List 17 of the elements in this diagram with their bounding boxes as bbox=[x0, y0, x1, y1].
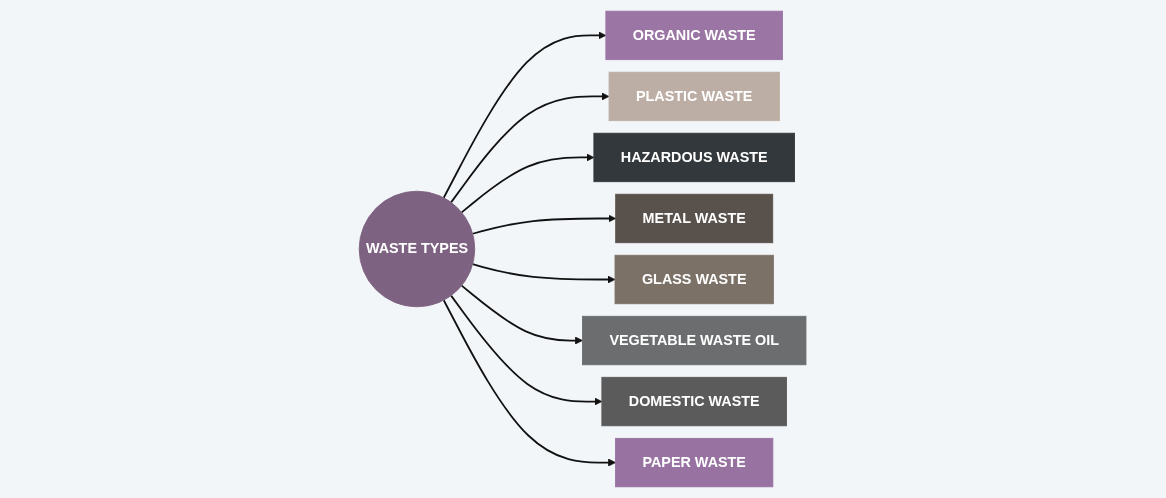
node-box: GLASS WASTE bbox=[615, 254, 775, 305]
node-box: DOMESTIC WASTE bbox=[601, 376, 788, 427]
arrow bbox=[472, 214, 617, 235]
node-box: VEGETABLE WASTE OIL bbox=[582, 315, 807, 366]
arrow bbox=[461, 284, 584, 345]
arrow bbox=[450, 92, 610, 204]
arrow bbox=[443, 31, 607, 199]
arrow bbox=[450, 294, 603, 406]
node-box: ORGANIC WASTE bbox=[605, 10, 784, 61]
node-box: METAL WASTE bbox=[615, 193, 774, 244]
arrow bbox=[472, 263, 616, 284]
node-box: HAZARDOUS WASTE bbox=[593, 132, 796, 183]
arrow bbox=[443, 299, 617, 467]
node-box: PAPER WASTE bbox=[615, 437, 774, 488]
node-box: PLASTIC WASTE bbox=[609, 71, 781, 122]
arrow bbox=[461, 153, 595, 214]
node-circle: WASTE TYPES bbox=[359, 190, 476, 308]
